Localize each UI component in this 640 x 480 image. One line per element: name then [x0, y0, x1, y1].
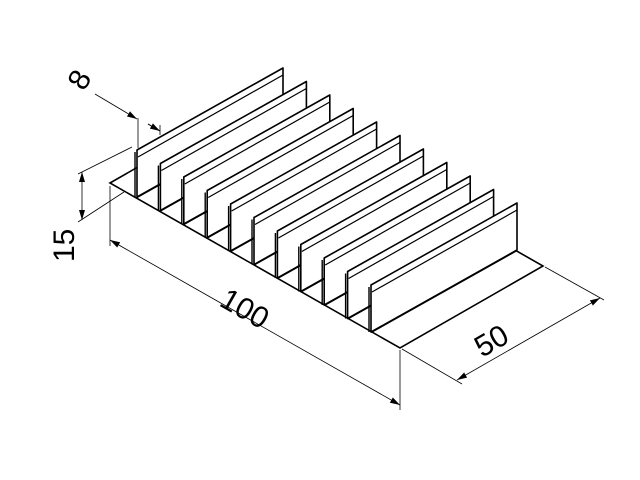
dimension-height: 15 — [48, 146, 133, 262]
dimension-height-label: 15 — [48, 229, 81, 262]
dimension-fin-thickness-label: 8 — [61, 65, 98, 96]
dimension-length-label: 100 — [215, 282, 275, 335]
dimension-fin-thickness: 8 — [61, 65, 161, 148]
dimension-width-label: 50 — [469, 319, 514, 364]
